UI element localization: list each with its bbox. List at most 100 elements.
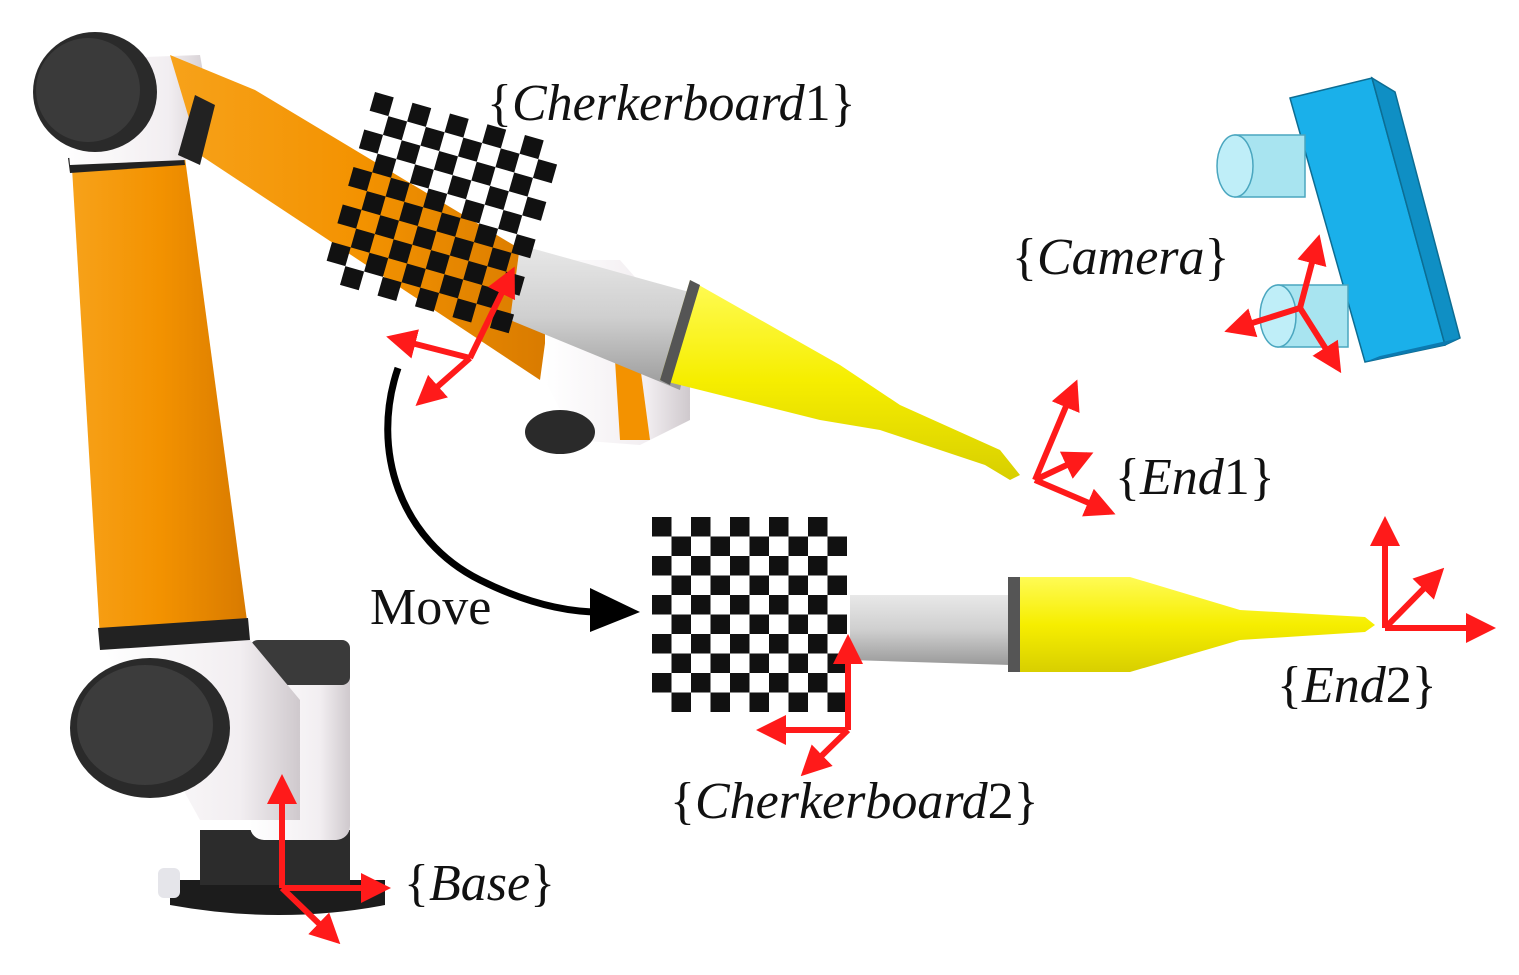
checker-square xyxy=(808,517,828,537)
checker-square xyxy=(730,517,750,537)
checker-square xyxy=(452,298,477,323)
checker-square xyxy=(412,225,437,251)
checker-square xyxy=(339,266,365,291)
label-brace-close: } xyxy=(830,75,856,132)
base-frame-axes xyxy=(267,774,391,945)
end1-label: {End1} xyxy=(1115,452,1275,504)
checker-square xyxy=(769,634,789,654)
checker-square xyxy=(457,137,483,162)
label-number: 2 xyxy=(1385,657,1412,714)
checker-square xyxy=(652,634,672,654)
label-brace-close: } xyxy=(1411,657,1437,714)
lower-link xyxy=(68,150,250,650)
checker-square xyxy=(407,102,432,127)
checker-square xyxy=(691,673,711,693)
label-text: Cherkerboard xyxy=(511,75,805,132)
checker-square xyxy=(671,692,691,712)
tool-2 xyxy=(850,577,1375,672)
checker-square xyxy=(671,536,691,556)
label-brace-close: } xyxy=(1249,449,1275,506)
checker-square xyxy=(730,556,750,576)
checker-square xyxy=(436,212,461,237)
label-number: 2 xyxy=(987,773,1014,830)
checker-square xyxy=(532,159,558,184)
checker-square xyxy=(460,199,485,224)
checker-square xyxy=(788,614,808,634)
checker-square xyxy=(519,134,544,160)
end1-frame-axes xyxy=(1032,379,1116,517)
move-arrow xyxy=(384,366,640,632)
label-brace-open: { xyxy=(487,75,512,132)
tool-1 xyxy=(510,245,1020,480)
checker-square xyxy=(398,201,424,226)
checker-square xyxy=(788,575,808,595)
checker-square xyxy=(508,172,533,197)
checker-square xyxy=(808,634,828,654)
checker-square xyxy=(420,126,445,151)
checker-square xyxy=(691,634,711,654)
checker-square xyxy=(396,140,421,165)
checkerboard-2 xyxy=(652,517,847,712)
checker-square xyxy=(388,239,413,264)
checker-square xyxy=(749,614,769,634)
checker-square xyxy=(374,215,399,240)
checker-square xyxy=(710,692,730,712)
camera-lens-upper xyxy=(1216,134,1306,198)
checkerboard-1 xyxy=(326,92,558,334)
label-text: Base xyxy=(428,855,531,912)
robot-base xyxy=(158,830,385,915)
checker-square xyxy=(788,536,808,556)
label-brace-open: { xyxy=(670,773,695,830)
checker-square xyxy=(671,653,691,673)
checker-square xyxy=(730,673,750,693)
checker-square xyxy=(769,556,789,576)
top-joint-cap xyxy=(33,32,157,152)
checker-square xyxy=(439,274,464,299)
checker-square xyxy=(691,556,711,576)
end2-label: {End2} xyxy=(1277,660,1437,712)
label-brace-open: { xyxy=(404,855,429,912)
checker-square xyxy=(769,673,789,693)
camera-frame-axes xyxy=(1224,234,1342,374)
checker-square xyxy=(401,263,426,288)
checker-square xyxy=(522,196,547,221)
checker-square xyxy=(350,228,375,253)
checker-square xyxy=(788,692,808,712)
checker-square xyxy=(749,536,769,556)
checker-square xyxy=(463,260,488,285)
checker-square xyxy=(369,92,394,117)
checker-square xyxy=(827,614,847,634)
checker-square xyxy=(489,309,515,334)
checker-square xyxy=(749,692,769,712)
checker-square xyxy=(447,175,472,200)
checker-square xyxy=(337,204,362,229)
checker-square xyxy=(358,129,383,154)
checker-square xyxy=(671,575,691,595)
label-text: End xyxy=(1301,657,1386,714)
checker-square xyxy=(652,595,672,615)
checker-square xyxy=(710,614,730,634)
label-text: Cherkerboard xyxy=(694,773,988,830)
checkerboard2-frame-axes xyxy=(756,634,863,777)
bottom-joint-cap xyxy=(70,658,230,798)
checker-square xyxy=(364,252,389,277)
checker-square xyxy=(361,191,386,216)
checker-square xyxy=(471,161,496,186)
label-number: 1 xyxy=(1223,449,1250,506)
checker-square xyxy=(348,166,373,192)
checker-square xyxy=(769,595,789,615)
checker-square xyxy=(749,575,769,595)
label-text: End xyxy=(1139,449,1224,506)
checkerboard1-frame-axes xyxy=(386,266,515,406)
checker-square xyxy=(498,209,523,235)
checker-square xyxy=(382,116,408,141)
checker-square xyxy=(511,234,536,259)
checker-square xyxy=(710,536,730,556)
robot-arm xyxy=(33,32,690,915)
label-brace-open: { xyxy=(1012,229,1037,286)
checker-square xyxy=(377,276,402,301)
checker-square xyxy=(710,653,730,673)
checker-square xyxy=(425,250,450,275)
checker-square xyxy=(414,287,440,312)
